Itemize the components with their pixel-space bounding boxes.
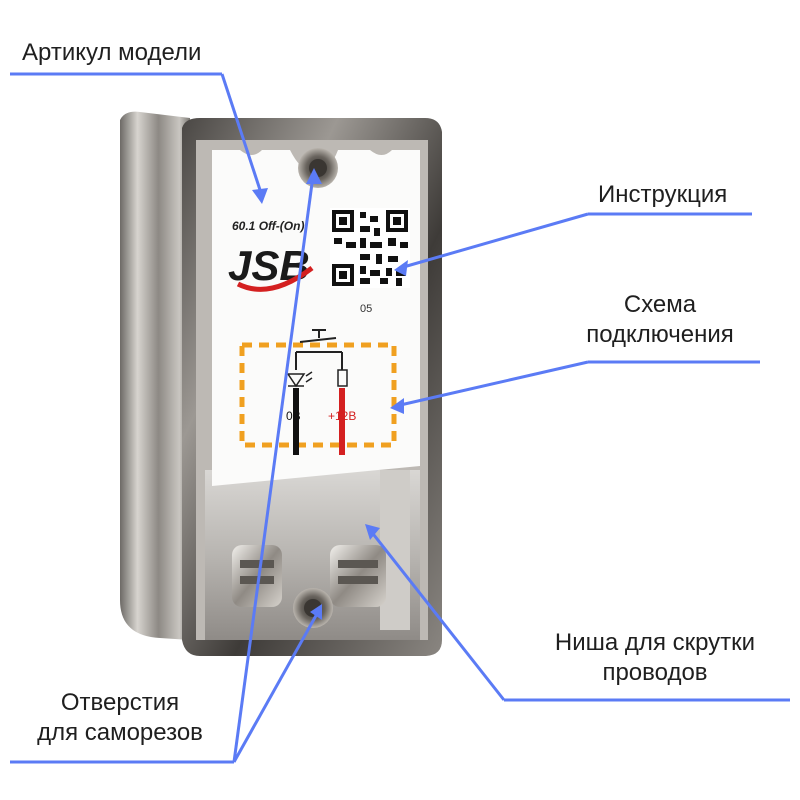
callout-article: Артикул модели (22, 39, 202, 66)
pointer-lines (10, 72, 790, 764)
callout-holes-line1: Отверстия (60, 689, 180, 716)
callout-niche-line2: проводов (602, 659, 708, 686)
callout-holes-line2: для саморезов (37, 719, 203, 746)
callout-instruction: Инструкция (598, 181, 728, 208)
callout-scheme-line1: Схема (623, 291, 697, 318)
wire-right-label: +12В (328, 409, 356, 423)
callout-holes: Отверстия для саморезов (12, 688, 228, 748)
qr-code-icon (330, 208, 410, 288)
callout-niche: Ниша для скрутки проводов (520, 628, 790, 688)
led-symbol-icon (286, 371, 313, 388)
switch-symbol-icon (295, 329, 343, 370)
bottom-screw-left (232, 545, 282, 607)
callout-scheme: Схема подключения (560, 290, 760, 350)
callout-scheme-line2: подключения (586, 321, 734, 348)
wire-left-label: 0В (286, 409, 301, 423)
resistor-symbol-icon (337, 369, 348, 387)
pointer-arrowheads (252, 168, 408, 620)
qr-number: 05 (360, 303, 372, 315)
bottom-screw-right (330, 545, 386, 607)
model-code: 60.1 Off-(On) (232, 219, 304, 233)
callout-niche-line1: Ниша для скрутки (554, 629, 756, 656)
housing-side (120, 111, 190, 640)
scheme-frame (239, 342, 397, 448)
